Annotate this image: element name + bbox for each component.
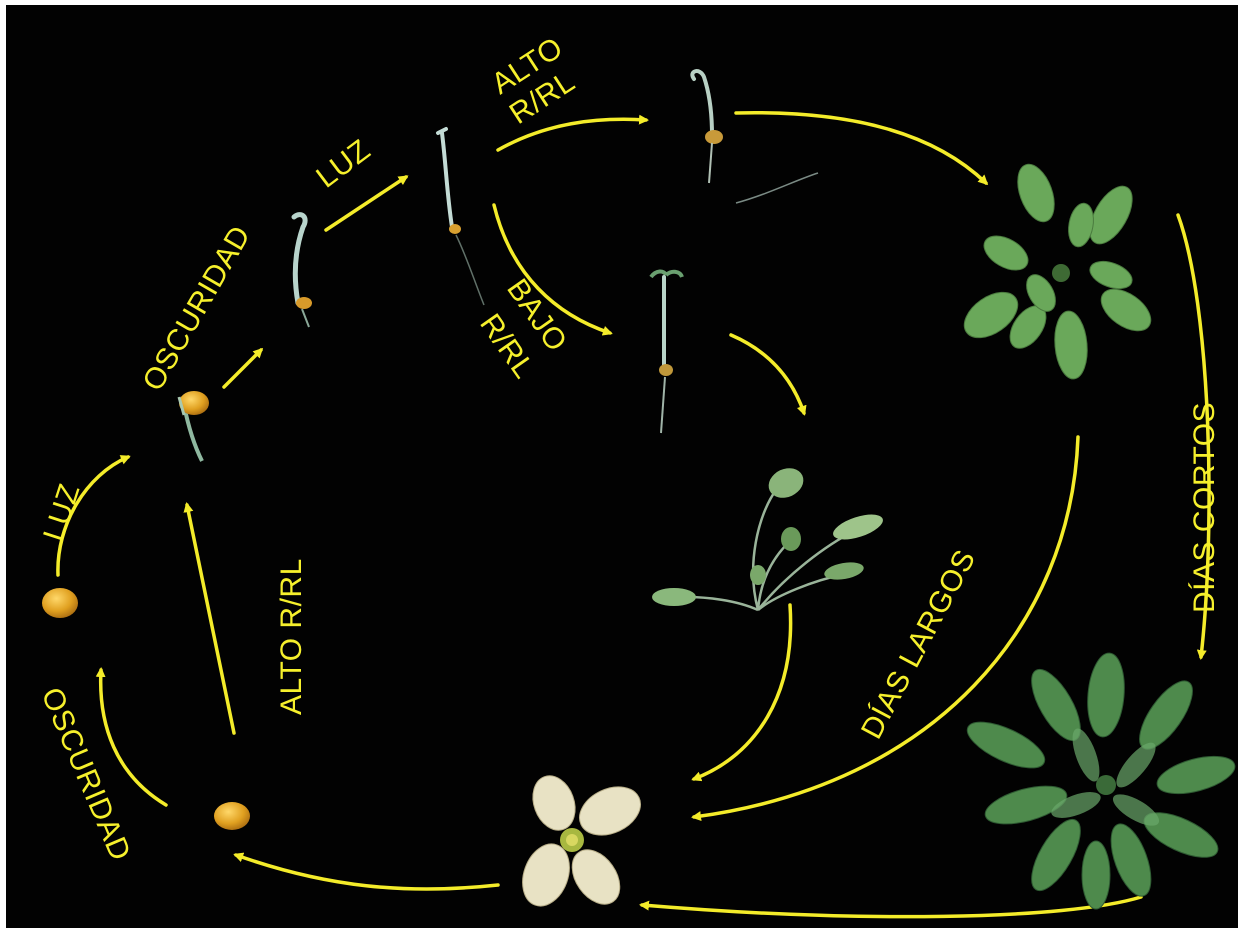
arrow-shade-to-flower: [694, 605, 791, 779]
arrow-flower-to-seed: [236, 855, 498, 889]
arrow-germinated-to-etiolated-small: [224, 350, 261, 387]
shade-avoiding-plant: [652, 463, 886, 610]
label-alto-left: ALTO R/RL: [275, 558, 308, 715]
seedling-low-r-fr: [651, 271, 682, 433]
arrow-alto-left: [187, 505, 234, 733]
rosette-plant: [956, 159, 1158, 380]
germinated-seed: [179, 391, 209, 461]
arabidopsis-life-cycle-diagram: LUZ OSCURIDAD LUZ ALTO R/RL BAJO R/RL AL…: [6, 5, 1238, 928]
etiolated-seedling-small: [294, 215, 312, 327]
arrow-to-shade-plant: [731, 335, 804, 413]
label-dias-cortos: DÍAS CORTOS: [1188, 402, 1221, 613]
etiolated-seedling-tall: [438, 129, 484, 305]
seed-top-left: [42, 588, 78, 618]
seedling-high-r-fr: [692, 71, 818, 203]
diagram-canvas: LUZ OSCURIDAD LUZ ALTO R/RL BAJO R/RL AL…: [6, 5, 1238, 928]
label-dias-largos: DÍAS LARGOS: [855, 544, 982, 744]
arrow-seed-bottom-to-seed: [101, 670, 166, 805]
seed-bottom-left: [214, 802, 250, 830]
label-luz-seed: LUZ: [37, 480, 86, 546]
flower: [514, 770, 648, 913]
arrow-large-rosette-to-flower: [642, 897, 1141, 917]
arrow-to-rosette: [736, 113, 986, 183]
label-oscuridad-bottom: OSCURIDAD: [35, 683, 137, 866]
label-luz-top: LUZ: [310, 133, 376, 194]
large-rosette-plant: [961, 652, 1238, 909]
